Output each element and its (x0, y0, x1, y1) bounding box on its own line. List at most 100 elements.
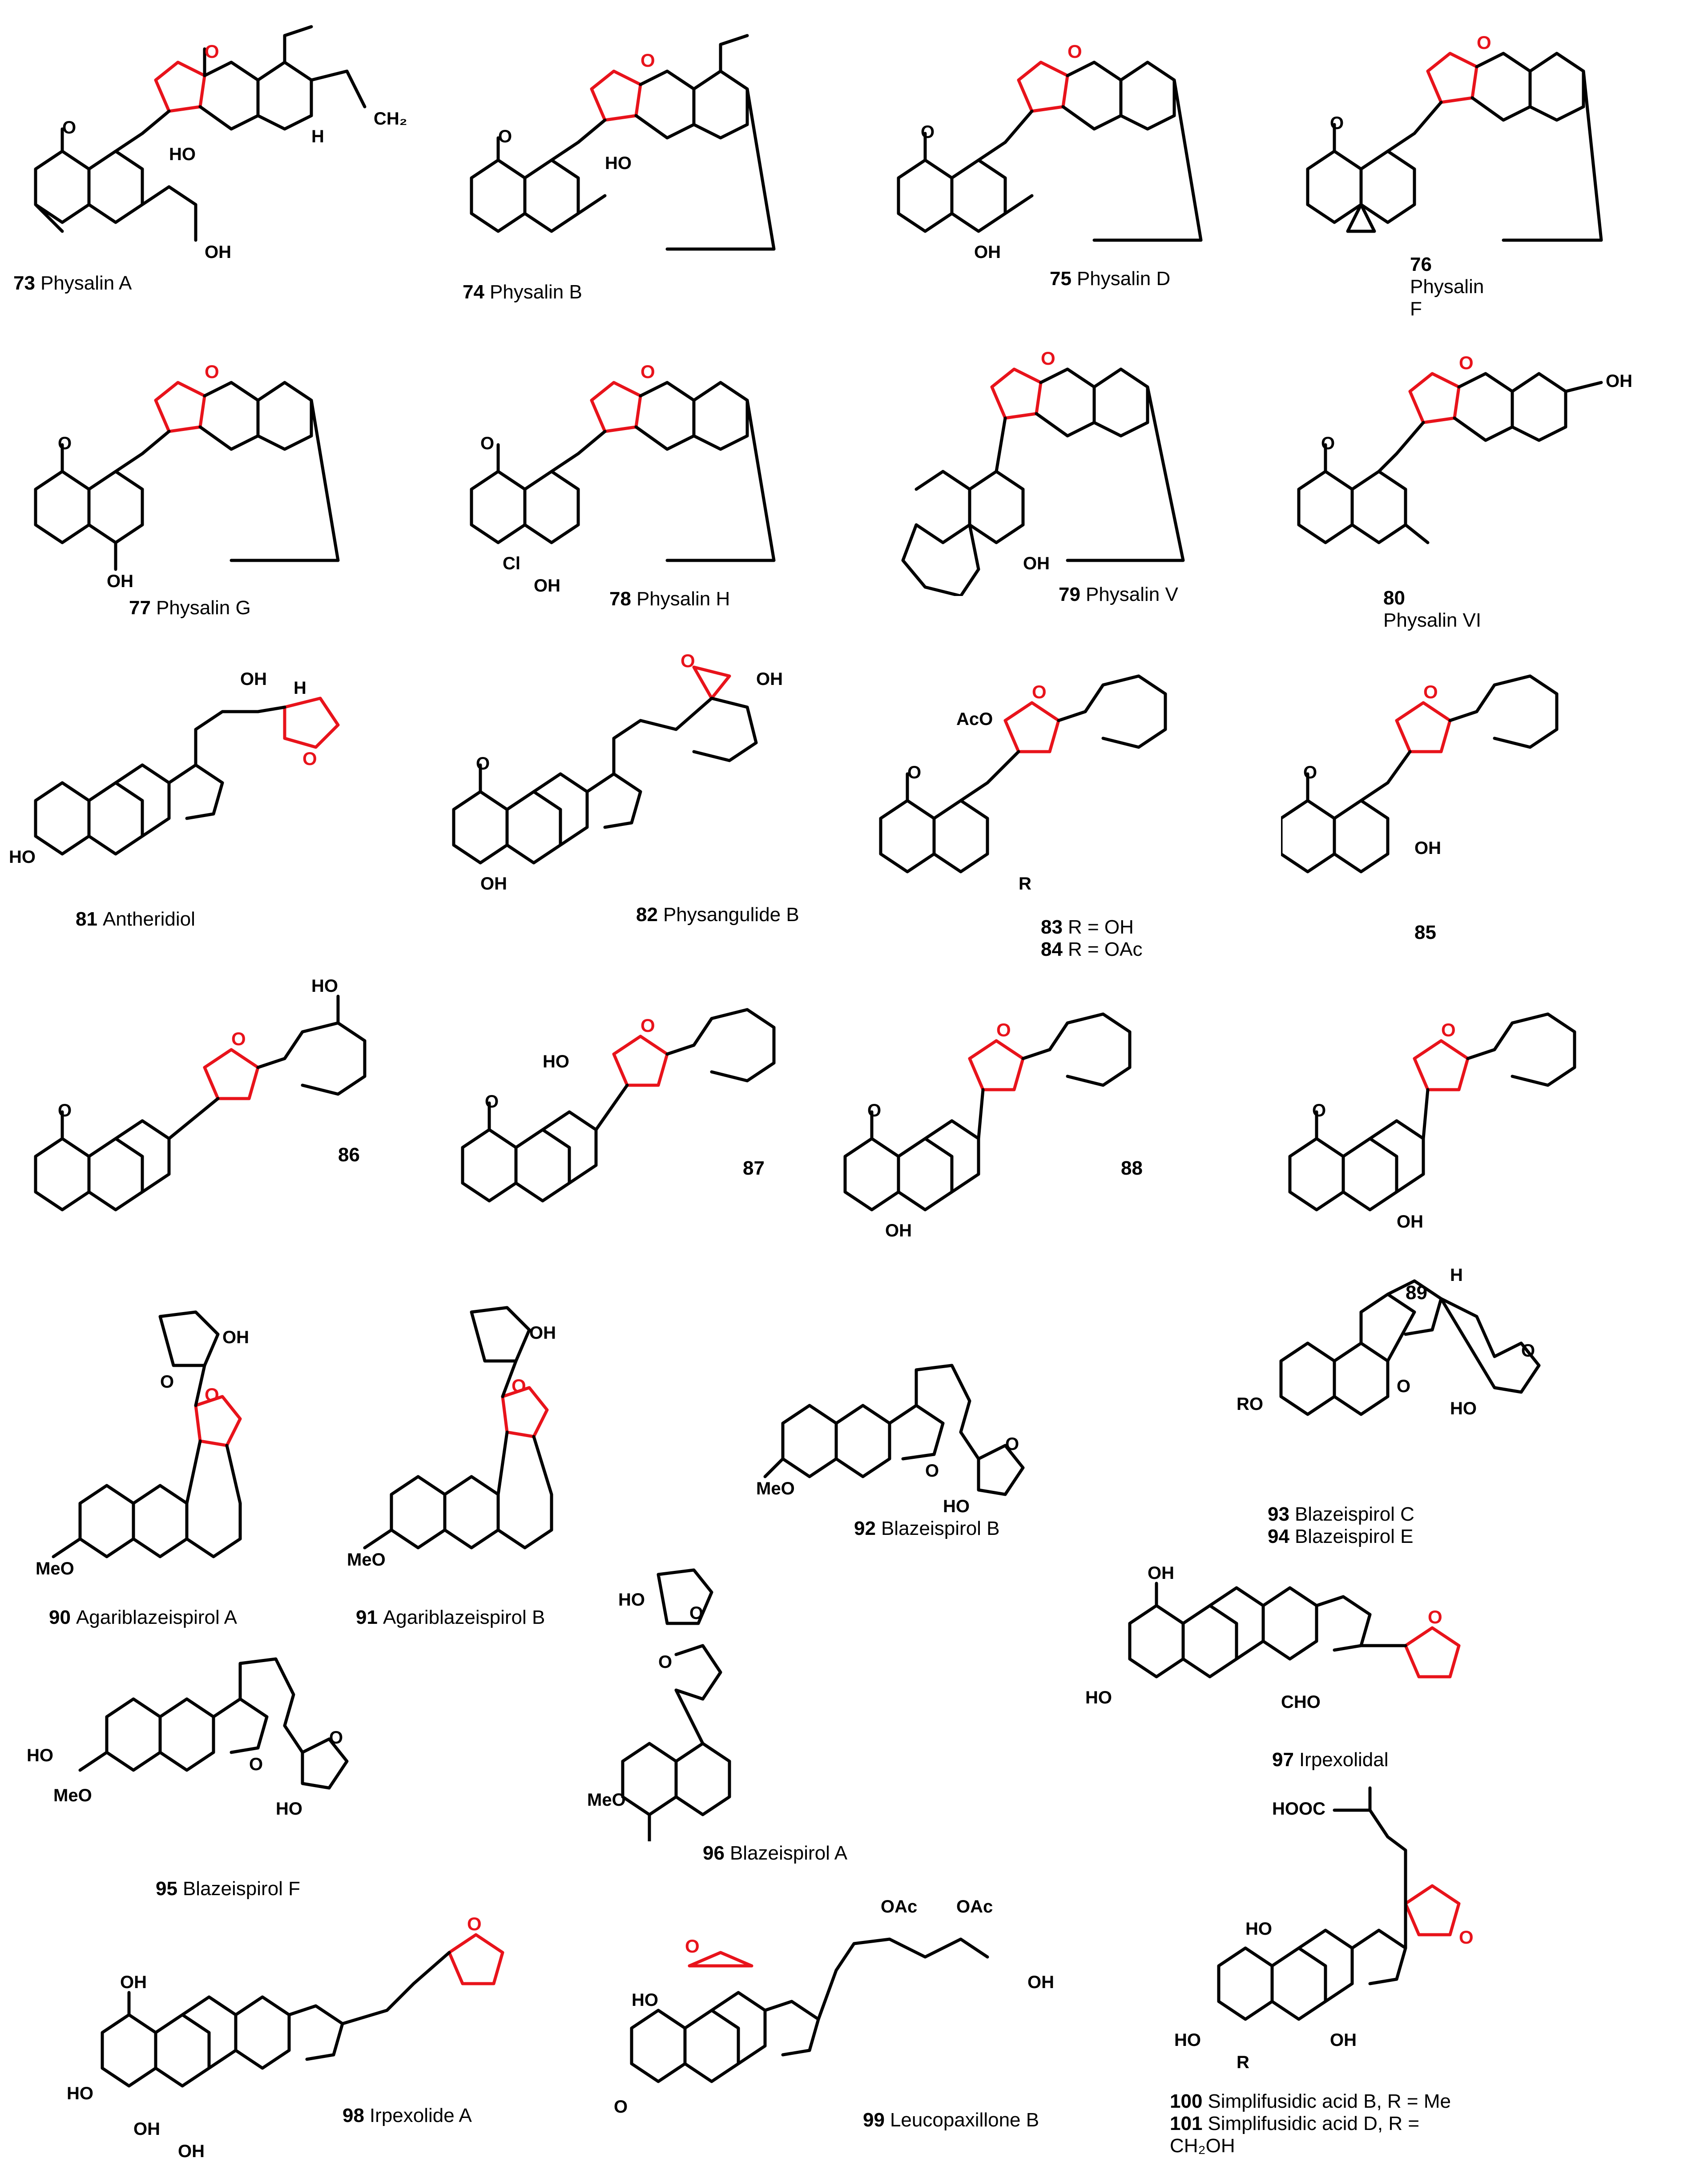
atom-ring-o-73: O (205, 41, 219, 62)
atom-oh-82: OH (480, 874, 507, 894)
atom-ho2-100: HO (1174, 2030, 1201, 2050)
atom-ring-o-91: O (512, 1375, 526, 1396)
atom-oxo-89: O (1312, 1101, 1326, 1120)
caption-87: 87 (743, 1157, 765, 1179)
atom-oh-73: OH (205, 242, 231, 262)
atom-r-83: R (1019, 874, 1031, 894)
structure-92-drawing: MeO O O HO (756, 1364, 1025, 1516)
structure-96-drawing: MeO HO O O (587, 1568, 731, 1841)
atom-ring-o-74: O (640, 50, 655, 71)
atom-oh-80: OH (1606, 371, 1632, 391)
atom-ring-o-83: O (1032, 681, 1047, 702)
atom-ring-o-78: O (640, 361, 655, 382)
structure-78-drawing: O O Cl OH (470, 361, 776, 596)
atom-oh-81: OH (240, 669, 267, 689)
structure-99-drawing: O HO O OAc OAc OH (614, 1897, 1054, 2117)
atom-ring-o-100: O (1459, 1927, 1474, 1948)
atom-ring-o-85: O (1423, 681, 1438, 702)
atom-oh-75: OH (974, 242, 1001, 262)
atom-o-95: O (249, 1755, 263, 1774)
atom-o-93: O (1397, 1377, 1410, 1396)
atom-oh-89: OH (1397, 1212, 1423, 1232)
atom-ho-100: HO (1245, 1919, 1272, 1939)
atom-ome-90: MeO (36, 1559, 74, 1578)
atom-oxo-85: O (1303, 763, 1317, 782)
structure-85: O O OH 85 (1281, 640, 1708, 970)
atom-ome-95: MeO (53, 1786, 92, 1805)
structure-86-drawing: O HO O (34, 976, 367, 1212)
atom-oh-98: OH (120, 1973, 147, 1992)
structure-89: O O OH 89 (1272, 970, 1699, 1316)
atom-ch2-73: CH₂ (374, 109, 407, 129)
structure-88-drawing: O O OH (843, 1012, 1132, 1240)
caption-88: 88 (1121, 1157, 1143, 1179)
atom-oxo-82: O (476, 754, 490, 773)
structure-97-drawing: OH HO CHO O (1085, 1563, 1461, 1712)
atom-ring-o-87: O (640, 1015, 655, 1036)
atom-o2-96: O (658, 1652, 672, 1672)
atom-oh-100: OH (1330, 2030, 1357, 2050)
structure-85-drawing: O O OH (1281, 674, 1559, 874)
atom-ring-o-86: O (231, 1028, 246, 1049)
atom-ring-o-89: O (1441, 1019, 1456, 1040)
atom-oxo-77: O (58, 434, 72, 453)
atom-oxo-73: O (62, 118, 76, 137)
structure-90-drawing: MeO OH O O (36, 1310, 249, 1578)
atom-oxo-78: O (480, 434, 494, 453)
atom-ho-99: HO (632, 1990, 658, 2010)
atom-o-90: O (160, 1372, 174, 1392)
structure-95-drawing: HO MeO O O HO (27, 1657, 349, 1819)
atom-ho-92: HO (943, 1497, 970, 1516)
atom-oh-91: OH (529, 1323, 556, 1343)
atom-cl-78: Cl (503, 554, 520, 573)
atom-ring-o-81: O (302, 748, 317, 769)
atom-oh-99: OH (1027, 1973, 1054, 1992)
atom-oxo-80: O (1321, 434, 1335, 453)
structure-76-drawing: O O (1306, 32, 1603, 242)
structure-80-drawing: O O OH (1297, 352, 1632, 544)
atom-ring-o-79: O (1041, 348, 1055, 369)
atom-o2-92: O (1005, 1434, 1019, 1454)
structure-93-drawing: RO O O HO H (1237, 1265, 1541, 1418)
atom-o2-95: O (329, 1728, 343, 1747)
atom-r-100: R (1237, 2053, 1249, 2072)
atom-oh-77: OH (107, 572, 133, 591)
atom-ring-o-99: O (685, 1936, 700, 1957)
atom-h-81: H (294, 678, 306, 698)
atom-ho-97: HO (1085, 1688, 1112, 1707)
structure-87: O HO O 87 (436, 970, 863, 1272)
structure-86: O HO O 86 (9, 970, 436, 1272)
atom-ho-96: HO (618, 1590, 645, 1610)
atom-oac-99: OAc (881, 1897, 917, 1916)
atom-ho-81: HO (9, 847, 36, 867)
atom-oh-90: OH (222, 1328, 249, 1347)
structure-100-drawing: HOOC HO HO R OH O (1174, 1786, 1474, 2072)
atom-hooc-100: HOOC (1272, 1799, 1325, 1819)
atom-ring-o-98: O (467, 1913, 482, 1934)
atom-ome-92: MeO (756, 1479, 795, 1498)
structure-75-drawing: O O OH (897, 41, 1203, 262)
structure-89-drawing: O O OH (1288, 1012, 1576, 1232)
